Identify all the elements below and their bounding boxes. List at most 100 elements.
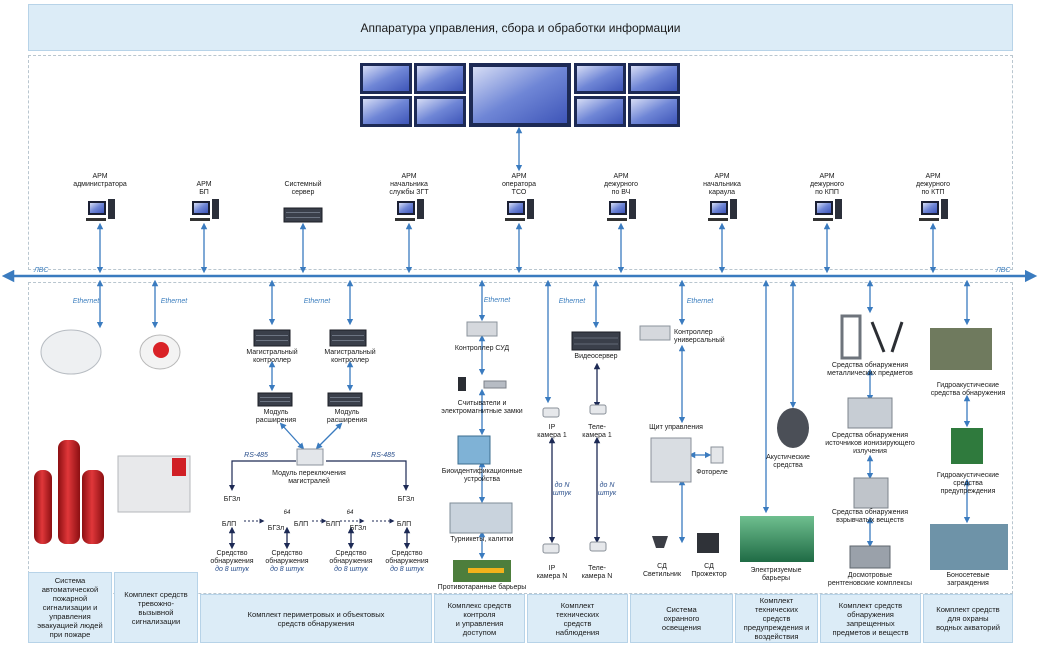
hydro-deter-icon [951,428,983,464]
tv-camera-1-label: Теле-камера 1 [582,424,612,439]
led-lamp-icon [652,536,668,548]
led-projector-icon [697,533,719,553]
network-lines [1,126,1038,560]
pc-tower [108,199,115,219]
explosive-detector-icon [853,477,889,509]
pc-keyboard [919,218,939,221]
pc-screen [90,203,104,213]
expansion-module-2-icon [327,392,363,407]
metal-wand-2-icon [890,321,904,353]
workstation-icon-4 [505,199,534,221]
pc-tower [629,199,636,219]
ethernet-label-access: Ethernet [483,297,511,304]
wall-monitor-screen [363,99,409,124]
pc-tower [527,199,534,219]
server-body [571,331,621,351]
system-server-icon [283,207,323,223]
blp-3-label: БЛП [325,521,341,528]
metal-wand-icon [870,321,886,353]
smoke-detector-icon [40,329,102,375]
sud-controller-label: Контроллер СУД [454,345,510,352]
pc-tower [212,199,219,219]
extinguisher-0 [34,470,52,544]
video-wall [360,63,680,127]
mod1-switch-link [279,422,305,450]
camera-icon-3 [589,541,607,552]
pc-screen [194,203,208,213]
lvs-label-left: ЛВС [34,267,49,274]
pc-screen [923,203,937,213]
page-title: Аппаратура управления, сбора и обработки… [360,20,681,35]
pc-tower [835,199,842,219]
ethernet-label-lighting: Ethernet [686,298,714,305]
turnstiles-label: Турникеты, калитки [450,536,514,543]
bgz-1-label: БГЗл [223,496,241,503]
bgz-2-label: БГЗл [267,525,285,532]
pc-keyboard [813,218,833,221]
main-monitor-screen [473,67,567,123]
pc-screen [712,203,726,213]
workstation-icon-1 [190,199,219,221]
extinguisher-1 [58,440,80,544]
switch-module-icon [296,448,324,466]
universal-controller-icon [639,325,671,341]
expansion-module-1-icon [257,392,293,407]
pc-keyboard [708,218,728,221]
rs485-right [326,460,409,491]
control-panel-icon [650,437,692,483]
boom-barrier-icon [930,524,1008,570]
hydro-detect-icon [930,328,992,370]
pc-tower [417,199,424,219]
rs485-right-label: RS-485 [371,452,395,459]
workstation-icon-5 [607,199,636,221]
bgz-3-label: БГЗл [349,525,367,532]
device-icons [34,199,1008,582]
server-body [283,207,323,223]
camera-icon-0 [542,407,560,418]
wall-monitor-screen [631,99,677,124]
main-controller-1-icon [253,329,291,347]
pc-keyboard [505,218,525,221]
pc-screen [611,203,625,213]
blp-4-label: БЛП [396,521,412,528]
sud-controller-icon [466,321,498,337]
server-body [329,329,367,347]
wall-monitor-screen [417,99,463,124]
server-body [327,392,363,407]
siren-icon [172,458,186,476]
rs485-left-label: RS-485 [244,452,268,459]
tv-camera-n-label: Теле-камера N [581,565,613,580]
lvs-label-right: ЛВС [996,267,1011,274]
pc-tower [730,199,737,219]
bgz-4-label: БГЗл [397,496,415,503]
radiation-portal-icon [847,397,893,429]
card-reader-icon [458,377,466,391]
